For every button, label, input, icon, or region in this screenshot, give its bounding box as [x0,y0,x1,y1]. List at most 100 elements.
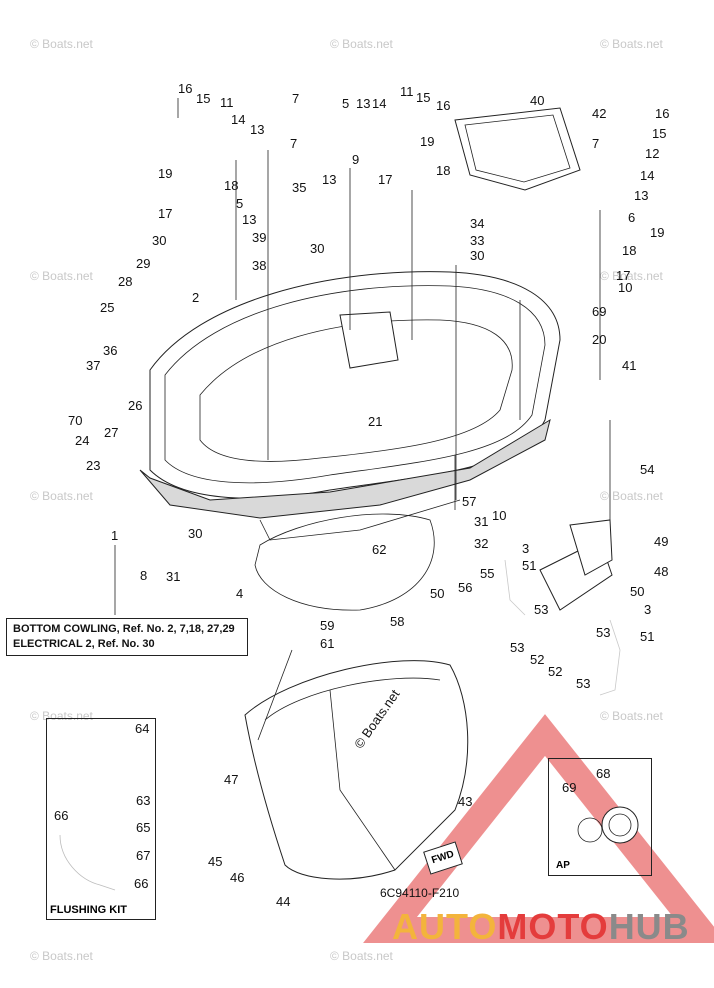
callout-30: 30 [470,248,484,263]
callout-62: 63 [136,793,150,808]
callout-38: 39 [252,230,266,245]
callout-24: 25 [100,300,114,315]
callout-32: 33 [470,233,484,248]
callout-41: 42 [592,106,606,121]
brand-part-moto: MOTO [497,906,609,947]
diagram-code: 6C94110-F210 [380,886,460,900]
flushing-kit-box [46,718,156,920]
callout-34: 35 [292,180,306,195]
callout-4: 4 [236,586,243,601]
callout-42: 43 [458,794,472,809]
callout-22: 23 [86,458,100,473]
callout-48: 49 [654,534,668,549]
watermark-text: © Boats.net [30,949,94,963]
callout-16: 16 [436,98,450,113]
callout-7: 7 [292,91,299,106]
callout-53: 53 [576,676,590,691]
callout-7: 7 [592,136,599,151]
hose-clamp-part [601,806,639,844]
callout-5: 5 [236,196,243,211]
callout-5: 5 [342,96,349,111]
callout-59: 59 [320,618,334,633]
flushing-kit-title: FLUSHING KIT [50,904,127,916]
callout-53: 53 [510,640,524,655]
watermark-text: © Boats.net [330,37,394,51]
callout-14: 14 [640,168,654,183]
callout-37: 38 [252,258,266,273]
callout-29: 30 [152,233,166,248]
callout-30: 30 [310,241,324,256]
callout-28: 29 [136,256,150,271]
callout-65: 66 [134,876,148,891]
watermark-text: © Boats.net [600,37,664,51]
reference-note-line: ELECTRICAL 2, Ref. No. 30 [13,638,155,650]
callout-18: 18 [224,178,238,193]
callout-69: 69 [592,304,606,319]
callout-16: 16 [178,81,192,96]
callout-55: 55 [480,566,494,581]
callout-35: 36 [103,343,117,358]
callout-40: 41 [622,358,636,373]
callout-53: 53 [534,602,548,617]
callout-7: 7 [290,136,297,151]
watermark-text: © Boats.net [30,269,94,283]
callout-19: 19 [650,225,664,240]
callout-13: 13 [356,96,370,111]
callout-17: 17 [378,172,392,187]
callout-13: 13 [634,188,648,203]
callout-56: 56 [458,580,472,595]
watermark-text: © Boats.net [600,269,664,283]
ap-detail-box [548,758,652,876]
callout-18: 18 [436,163,450,178]
callout-3: 3 [522,541,529,556]
watermark-text: © Boats.net [600,709,664,723]
callout-17: 17 [616,268,630,283]
callout-30: 30 [188,526,202,541]
callout-23: 24 [75,433,89,448]
callout-50: 50 [630,584,644,599]
hose-part [599,619,621,696]
watermark-text: © Boats.net [30,37,94,51]
callout-51: 51 [522,558,536,573]
callout-13: 10 [618,280,632,295]
callout-21: 21 [368,414,382,429]
callout-51: 51 [640,629,654,644]
callout-1: 1 [111,528,118,543]
flushing-hose-part [59,834,116,891]
callout-66: 67 [136,848,150,863]
callout-13: 13 [242,212,256,227]
callout-17: 17 [158,206,172,221]
callout-16: 16 [655,106,669,121]
watermark-layer: © Boats.net © Boats.net © Boats.net © Bo… [30,37,664,963]
callout-30: 31 [474,514,488,529]
callout-43: 44 [276,894,290,909]
callout-3: 3 [644,602,651,617]
reference-note-box: BOTTOM COWLING, Ref. No. 2, 7,18, 27,29 … [6,618,248,656]
callout-39: 40 [530,93,544,108]
bottom-cowling-part [139,271,561,541]
callout-64: 65 [136,820,150,835]
callout-2: 2 [192,290,199,305]
callout-66: 66 [54,808,68,823]
callout-6: 6 [628,210,635,225]
callout-52: 52 [548,664,562,679]
lower-cover-part [244,660,469,880]
callout-31: 31 [166,569,180,584]
callout-10: 10 [492,508,506,523]
callout-18: 18 [622,243,636,258]
callout-14: 14 [372,96,386,111]
hose-clamp-small [577,817,603,843]
callout-9: 9 [352,152,359,167]
callout-8: 8 [140,568,147,583]
watermark-text: © Boats.net [30,489,94,503]
callout-15: 15 [196,91,210,106]
callout-57: 57 [462,494,476,509]
callout-13: 13 [250,122,264,137]
callout-14: 14 [231,112,245,127]
callout-63: 64 [135,721,149,736]
callout-27: 28 [118,274,132,289]
callout-68: 69 [562,780,576,795]
callout-46: 47 [224,772,238,787]
callout-45: 46 [230,870,244,885]
callout-20: 20 [592,332,606,347]
